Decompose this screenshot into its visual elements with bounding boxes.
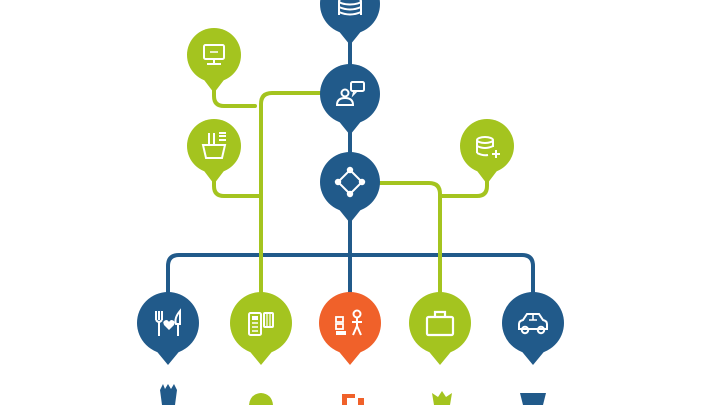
user-chat-node	[320, 64, 380, 135]
connector-hub-to-briefcase	[378, 181, 442, 294]
connector-lines	[166, 32, 535, 294]
monitor-icon	[203, 44, 225, 65]
car-icon	[518, 313, 548, 335]
person-rewards-node	[319, 292, 381, 365]
dining-node	[137, 292, 199, 365]
connector-green-vertical	[259, 91, 324, 294]
partial-orange-glyph-a	[342, 394, 347, 405]
pin-circle	[460, 119, 514, 173]
pin-circle	[320, 152, 380, 212]
briefcase-icon	[425, 310, 455, 337]
partial-orange-glyph-b	[342, 394, 355, 398]
pin-circle	[319, 292, 381, 354]
partial-orange-glyph-c	[358, 398, 364, 405]
network-hub-icon	[334, 166, 366, 198]
database-add-icon	[476, 136, 500, 158]
shopping-basket-icon	[201, 132, 227, 159]
database-add-node	[460, 119, 514, 184]
pin-circle	[502, 292, 564, 354]
person-coins-icon	[335, 309, 362, 336]
pin-circle	[320, 64, 380, 124]
database-node	[320, 0, 380, 45]
card-terminal-icon	[248, 312, 274, 336]
user-chat-icon	[335, 81, 365, 106]
car-node	[502, 292, 564, 365]
partial-green-glyph	[249, 393, 273, 405]
network-hub-node	[320, 152, 380, 223]
connector-dbadd-branch	[438, 173, 489, 198]
pin-circle	[187, 28, 241, 82]
pin-circle	[409, 292, 471, 354]
connector-monitor-branch	[212, 81, 257, 108]
connector-bus	[166, 253, 535, 294]
partial-green-glyph-right	[432, 391, 452, 405]
monitor-node	[187, 28, 241, 93]
fork-knife-heart-icon	[155, 308, 181, 336]
partial-navy-glyph-left	[160, 384, 177, 405]
pin-circle	[320, 0, 380, 34]
partial-navy-glyph-right	[520, 393, 546, 405]
database-stack-icon	[338, 0, 362, 16]
bottom-partial-icons	[160, 384, 546, 405]
basket-node	[187, 119, 241, 184]
payment-terminal-node	[230, 292, 292, 365]
connector-basket-branch	[212, 173, 263, 198]
briefcase-node	[409, 292, 471, 365]
